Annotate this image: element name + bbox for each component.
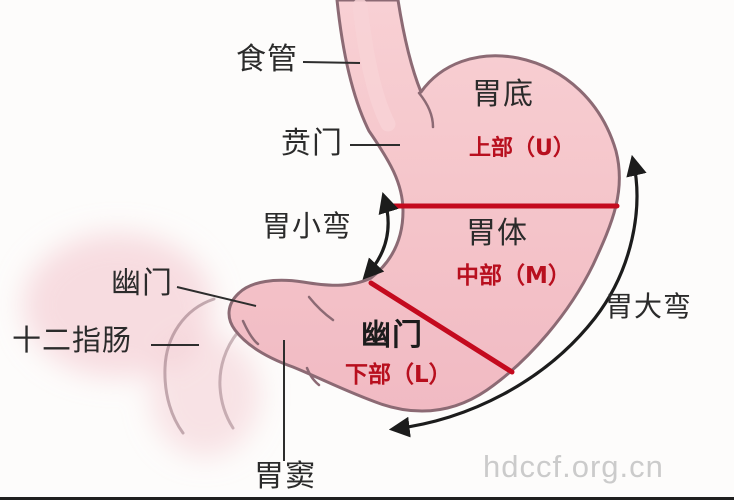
section-middle-label: 中部（M） — [456, 263, 571, 289]
stomach-body-label: 胃体 — [466, 216, 528, 251]
watermark-text: hdccf.org.cn — [483, 449, 664, 484]
pylorus-fold-right — [307, 295, 335, 322]
cardiac-notch-fold — [417, 91, 435, 129]
duodenum-outline-right — [218, 330, 240, 430]
esophagus-highlight — [352, 0, 396, 132]
duodenum-blur-region — [23, 233, 260, 457]
duodenum-outline-left — [163, 297, 216, 435]
greater-curvature-arrow — [388, 154, 647, 438]
cardia-label: 贲门 — [281, 126, 343, 161]
pylorus-inner-label: 幽门 — [361, 318, 423, 353]
pylorus-pointer-line — [176, 286, 257, 307]
greater-curvature-label: 胃大弯 — [605, 290, 693, 323]
section-upper-label: 上部（U） — [469, 136, 575, 161]
bottom-border-line — [0, 497, 734, 500]
pylorus-fold-left — [241, 319, 260, 346]
antrum-label: 胃窦 — [254, 459, 316, 494]
lesser-curvature-arrow — [362, 192, 399, 280]
lesser-curvature-label: 胃小弯 — [262, 209, 353, 243]
esophagus-pointer-line — [302, 61, 361, 64]
pylorus-outer-label: 幽门 — [111, 266, 173, 301]
antrum-notch-fold — [305, 366, 321, 387]
esophagus-label: 食管 — [236, 42, 298, 77]
duodenum-label: 十二指肠 — [12, 323, 133, 357]
fundus-label: 胃底 — [472, 77, 534, 112]
section-lower-label: 下部（L） — [345, 362, 452, 388]
